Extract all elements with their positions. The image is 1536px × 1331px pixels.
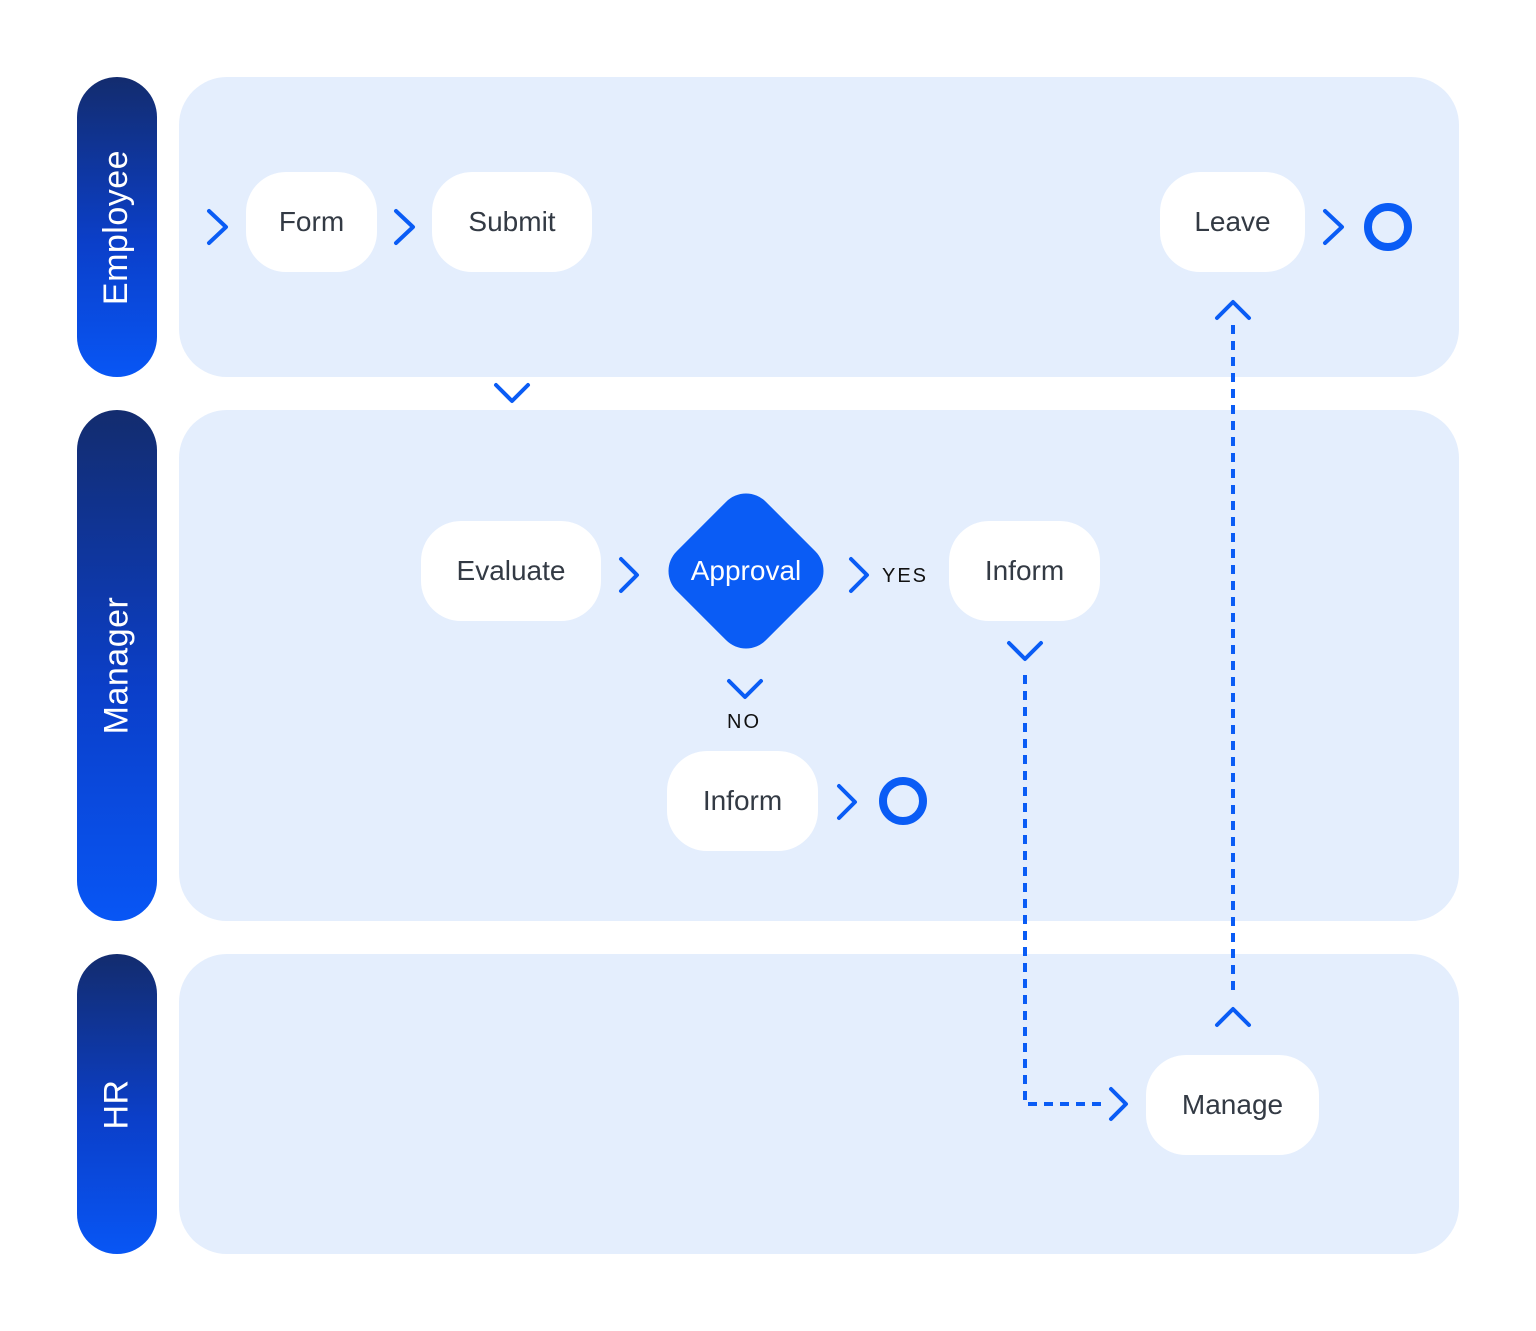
evaluate-node: Evaluate — [421, 521, 601, 621]
yes-label: YES — [882, 565, 929, 587]
submit-node: Submit — [432, 172, 592, 272]
approval-decision: Approval — [656, 481, 836, 661]
inform-yes-node-label: Inform — [984, 555, 1065, 586]
manager-lane-title: Manager — [97, 596, 136, 735]
manage-node-label: Manage — [1181, 1089, 1284, 1120]
employee-lane-label: Employee — [77, 77, 157, 377]
leave-node-label: Leave — [1194, 206, 1271, 237]
inform-no-node-label: Inform — [702, 785, 783, 816]
manager-lane-label: Manager — [77, 410, 157, 921]
employee-lane-title: Employee — [97, 149, 136, 305]
approval-decision-label: Approval — [690, 555, 802, 586]
hr-lane-title: HR — [97, 1078, 136, 1130]
hr-lane-label: HR — [77, 954, 157, 1254]
leave-node: Leave — [1160, 172, 1305, 272]
chevron-down-icon — [494, 383, 530, 403]
form-node: Form — [246, 172, 377, 272]
manage-node: Manage — [1146, 1055, 1319, 1155]
inform-no-node: Inform — [667, 751, 818, 851]
form-node-label: Form — [278, 206, 345, 237]
no-label: NO — [727, 711, 761, 733]
manager-lane — [179, 410, 1459, 921]
inform-yes-node: Inform — [949, 521, 1100, 621]
submit-node-label: Submit — [468, 206, 556, 237]
evaluate-node-label: Evaluate — [456, 555, 566, 586]
